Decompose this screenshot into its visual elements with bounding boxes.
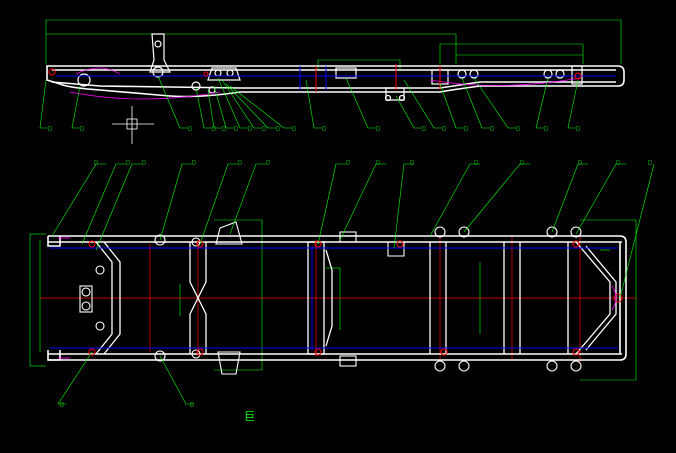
plan-view-callout-label: □ — [94, 159, 98, 166]
side-view-callout-label: □ — [422, 125, 426, 132]
plan-view-callout-label: □ — [616, 159, 620, 166]
plan-view-leader — [393, 163, 414, 249]
plan-view-callout-label: □ — [60, 401, 64, 408]
side-view-leader — [439, 83, 464, 129]
side-view-leader — [535, 77, 549, 129]
side-view-leader — [195, 87, 212, 129]
side-view-leader — [221, 79, 262, 129]
side-view-callout-label: □ — [248, 125, 252, 132]
plan-view-callout-label: □ — [266, 159, 270, 166]
side-view-leader — [71, 85, 81, 129]
side-view-callout-label: □ — [234, 125, 238, 132]
plan-view-leader — [159, 163, 192, 241]
side-view-leader — [225, 83, 276, 129]
side-view-hidden-lines — [56, 66, 616, 90]
side-view-leader — [403, 79, 442, 129]
plan-view-leader — [317, 163, 346, 245]
plan-view-centerlines — [40, 234, 636, 362]
plan-view-hidden-lines — [50, 246, 618, 350]
side-view-callout-label: □ — [188, 125, 192, 132]
plan-view-callout-label: □ — [190, 401, 194, 408]
plan-view-leader — [551, 163, 588, 233]
side-view-callout-label: □ — [516, 125, 520, 132]
side-view-leader — [157, 75, 188, 129]
plan-view-callout-label: □ — [410, 159, 414, 166]
plan-view-callout-label: □ — [126, 159, 130, 166]
side-view-callout-label: □ — [464, 125, 468, 132]
plan-view-callout-label: □ — [376, 159, 380, 166]
plan-view-red-marks — [88, 240, 623, 356]
side-view-leader — [217, 77, 248, 129]
plan-view-callout-label: □ — [346, 159, 350, 166]
side-view-callout-label: □ — [544, 125, 548, 132]
side-view-leader — [213, 85, 234, 129]
plan-view-magenta-marks — [58, 237, 617, 359]
plan-view-brackets — [79, 221, 582, 375]
plan-view-leader — [159, 355, 194, 405]
side-view-callout-label: □ — [212, 125, 216, 132]
plan-view-leader — [429, 163, 480, 237]
side-view-leaders — [39, 75, 579, 129]
side-view-callout-label: □ — [490, 125, 494, 132]
plan-view-leader — [229, 163, 266, 235]
plan-view-leader — [95, 163, 142, 251]
side-view-leader — [473, 77, 516, 129]
plan-view-leader — [463, 163, 530, 233]
plan-view-leaders — [51, 163, 655, 405]
side-view-spring-curves — [69, 67, 581, 100]
plan-view: □ □ □ □ □ □ □ □ □ □ □ □ □ □ □ □ 巨 — [29, 159, 655, 423]
plan-view-callout-label: □ — [648, 159, 652, 166]
plan-view-callout-label: □ — [142, 159, 146, 166]
side-view-callout-label: □ — [292, 125, 296, 132]
side-view-red-marks — [48, 64, 582, 92]
bottom-marker: 巨 — [244, 410, 255, 423]
plan-view-rails — [47, 235, 627, 361]
side-view-leader — [567, 79, 579, 129]
side-view-leader — [461, 77, 490, 129]
side-view-callout-label: □ — [222, 125, 226, 132]
side-view-callout-label: □ — [376, 125, 380, 132]
plan-view-callout-label: □ — [578, 159, 582, 166]
plan-view-callout-label: □ — [192, 159, 196, 166]
side-view-brackets — [77, 33, 583, 102]
side-view-callout-label: □ — [442, 125, 446, 132]
side-view-leader — [345, 77, 376, 129]
side-view-leader — [207, 89, 222, 129]
side-view-leader — [39, 79, 48, 129]
plan-view-callout-label: □ — [520, 159, 524, 166]
side-view-dimensions — [45, 19, 622, 70]
side-view-leader — [395, 95, 422, 129]
side-view: □ □ □ □ □ □ □ □ □ □ □ □ □ □ □ □ □ □ □ — [39, 19, 625, 144]
plan-view-leader — [51, 163, 106, 237]
plan-view-leader — [57, 351, 93, 405]
side-view-leader — [229, 85, 292, 129]
plan-view-leader — [575, 163, 626, 235]
plan-view-callout-label: □ — [238, 159, 242, 166]
side-view-callout-label: □ — [276, 125, 280, 132]
plan-view-leader — [199, 163, 238, 245]
plan-view-dimensions — [29, 219, 637, 381]
side-view-leader — [305, 79, 322, 129]
side-view-callout-label: □ — [48, 125, 52, 132]
side-view-callout-label: □ — [322, 125, 326, 132]
plan-view-leader — [619, 163, 655, 299]
side-view-callouts: □ □ □ □ □ □ □ □ □ □ □ □ □ □ □ □ □ □ □ — [48, 125, 580, 132]
plan-view-leader — [339, 163, 386, 241]
side-view-callout-label: □ — [262, 125, 266, 132]
side-view-callout-label: □ — [576, 125, 580, 132]
plan-view-callouts: □ □ □ □ □ □ □ □ □ □ □ □ □ □ □ □ — [60, 159, 652, 408]
side-view-callout-label: □ — [80, 125, 84, 132]
crosshair-cursor — [112, 106, 154, 144]
plan-view-leader — [81, 163, 126, 245]
plan-view-callout-label: □ — [474, 159, 478, 166]
side-view-rail — [46, 65, 625, 98]
